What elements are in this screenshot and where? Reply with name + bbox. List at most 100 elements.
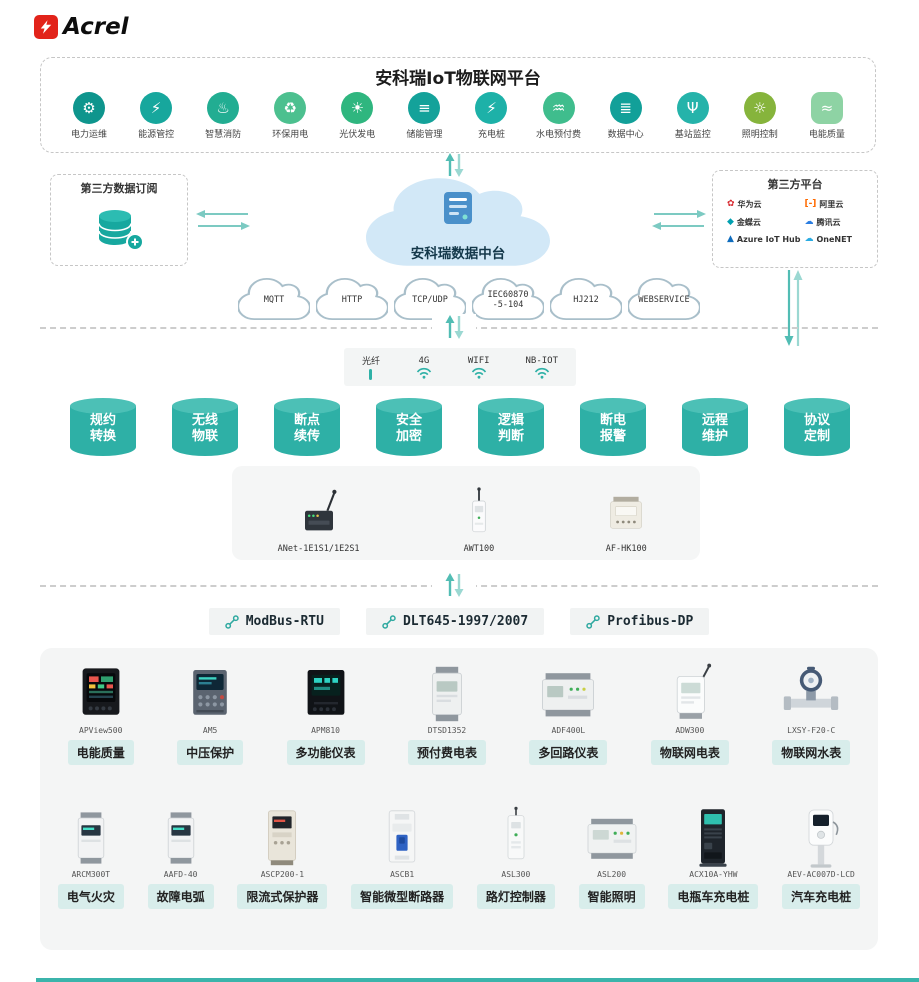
vendor-logo-icon: ✿ <box>727 199 735 209</box>
app-icon: ⚡ <box>140 92 173 124</box>
vendor-logo-icon: ☁ <box>804 217 814 227</box>
gateway-model: AF-HK100 <box>605 544 647 554</box>
cylinder-body <box>784 406 850 456</box>
protocol-label: TCP/UDP <box>412 295 448 305</box>
device-item: ASL300 路灯控制器 <box>476 806 555 909</box>
device-model: APM810 <box>311 726 340 735</box>
cylinder-cap <box>478 398 544 414</box>
device-item: AEV-AC007D-LCD 汽车充电桩 <box>782 806 861 909</box>
data-subscription-title: 第三方数据订阅 <box>80 182 158 195</box>
left-exchange-arrows-icon <box>194 206 252 234</box>
device-item: LXSY-F20-C 物联网水表 <box>772 662 851 765</box>
vendor-logo-icon: ◆ <box>727 217 734 227</box>
app-label: 照明控制 <box>741 130 778 140</box>
protocol-label: WEBSERVICE <box>638 295 690 305</box>
device-model: AAFD-40 <box>163 870 198 879</box>
device-item: ADF400L 多回路仪表 <box>529 662 608 765</box>
gateway-product-image <box>291 487 347 543</box>
vendor-list: ✿ 华为云 [-] 阿里云 ◆ 金蝶云 ☁ 腾讯云 ▲ Azure IoT Hu… <box>713 192 877 245</box>
app-label: 环保用电 <box>272 130 309 140</box>
cloud-outline-icon <box>550 277 622 321</box>
vendor-item: ☁ 腾讯云 <box>804 217 869 228</box>
app-icon: ≡ <box>408 92 441 124</box>
capability-label: 协议 定制 <box>803 413 830 444</box>
brand-name: Acrel <box>63 14 129 40</box>
vendor-item: [-] 阿里云 <box>804 199 869 210</box>
app-icon: ≣ <box>609 92 642 124</box>
device-product-image <box>681 806 745 870</box>
cylinder-body <box>172 406 238 456</box>
app-icon: ♻ <box>274 92 307 124</box>
third-party-platform-box: 第三方平台 ✿ 华为云 [-] 阿里云 ◆ 金蝶云 ☁ 腾讯云 ▲ Azure … <box>712 170 878 268</box>
connectivity-bar: 光纤 4G WIFI NB-IOT <box>344 348 576 386</box>
connectivity-item: NB-IOT <box>525 356 558 379</box>
vendor-logo-icon: ☁ <box>804 234 814 244</box>
vendor-name: OneNET <box>816 235 852 244</box>
app-icon: ♨ <box>207 92 240 124</box>
platform-app-item: ⚡ 充电桩 <box>463 92 519 140</box>
cylinder-body <box>376 406 442 456</box>
app-label: 充电桩 <box>477 130 505 140</box>
cylinder-body <box>274 406 340 456</box>
capability-cylinder: 断电 报警 <box>580 398 646 456</box>
connectivity-item: WIFI <box>468 356 490 379</box>
app-label: 数据中心 <box>607 130 644 140</box>
device-model: ASCB1 <box>390 870 415 879</box>
protocol-label: HJ212 <box>573 295 599 305</box>
device-category-chip: 物联网电表 <box>650 740 729 765</box>
device-item: ASL200 智能照明 <box>578 806 645 909</box>
platform-title: 安科瑞IoT物联网平台 <box>375 69 541 89</box>
device-category-chip: 汽车充电桩 <box>782 884 861 909</box>
vendor-logo-icon: ▲ <box>727 234 734 244</box>
platform-app-item: ≈ 电能质量 <box>799 92 855 140</box>
exchange-arrow-icon <box>432 152 476 178</box>
cylinder-cap <box>274 398 340 414</box>
device-model: ARCM300T <box>71 870 111 879</box>
device-category-chip: 多功能仪表 <box>286 740 365 765</box>
device-category-chip: 电瓶车充电桩 <box>668 884 759 909</box>
cloud-outline-icon <box>628 277 700 321</box>
vendor-item: ✿ 华为云 <box>727 199 800 210</box>
device-item: AM5 中压保护 <box>177 662 244 765</box>
gateway-model: AWT100 <box>463 544 495 554</box>
cylinder-cap <box>580 398 646 414</box>
device-product-image <box>789 806 853 870</box>
device-board: APView500 电能质量 AM5 中压保护 APM810 多功能仪表 DTS… <box>40 648 878 950</box>
capability-cylinder: 远程 维护 <box>682 398 748 456</box>
device-category-chip: 多回路仪表 <box>529 740 608 765</box>
gateway-item: AWT100 <box>451 487 507 554</box>
device-product-image <box>250 806 314 870</box>
app-label: 智慧消防 <box>205 130 242 140</box>
device-model: AEV-AC007D-LCD <box>787 870 855 879</box>
device-model: AM5 <box>202 726 218 735</box>
app-icon: ☀ <box>341 92 374 124</box>
gateway-panel: ANet-1E1S1/1E2S1 AWT100 AF-HK100 <box>232 466 700 560</box>
platform-app-item: ≣ 数据中心 <box>598 92 654 140</box>
device-category-chip: 物联网水表 <box>772 740 851 765</box>
device-product-image <box>149 806 213 870</box>
device-category-chip: 智能照明 <box>578 884 645 909</box>
protocol-cloud: WEBSERVICE <box>628 276 700 322</box>
device-item: ASCP200-1 限流式保护器 <box>237 806 328 909</box>
device-product-image <box>294 662 358 726</box>
app-label: 电能质量 <box>808 130 845 140</box>
vendor-name: Azure IoT Hub <box>736 235 801 244</box>
device-category-chip: 电能质量 <box>67 740 134 765</box>
capability-label: 逻辑 判断 <box>497 413 524 444</box>
app-label: 能源管控 <box>138 130 175 140</box>
cylinder-cap <box>784 398 850 414</box>
device-model: ASL300 <box>501 870 531 879</box>
platform-apps: ⚙ 电力运维 ⚡ 能源管控 ♨ 智慧消防 ♻ 环保用电 ☀ 光伏发电 ≡ 储能管… <box>61 92 855 140</box>
cloud-outline-icon <box>238 277 310 321</box>
data-center-cloud: 安科瑞数据中台 <box>366 172 550 272</box>
link-icon <box>382 614 396 629</box>
gateway-model: ANet-1E1S1/1E2S1 <box>277 544 360 554</box>
protocol-cloud: IEC60870 -5-104 <box>472 276 544 322</box>
acrel-logo-icon <box>34 15 58 39</box>
cylinder-body <box>70 406 136 456</box>
fieldbus-protocol: ModBus-RTU <box>208 608 340 635</box>
capability-cylinder: 安全 加密 <box>376 398 442 456</box>
link-icon <box>224 614 239 629</box>
exchange-arrow-icon <box>432 572 476 598</box>
